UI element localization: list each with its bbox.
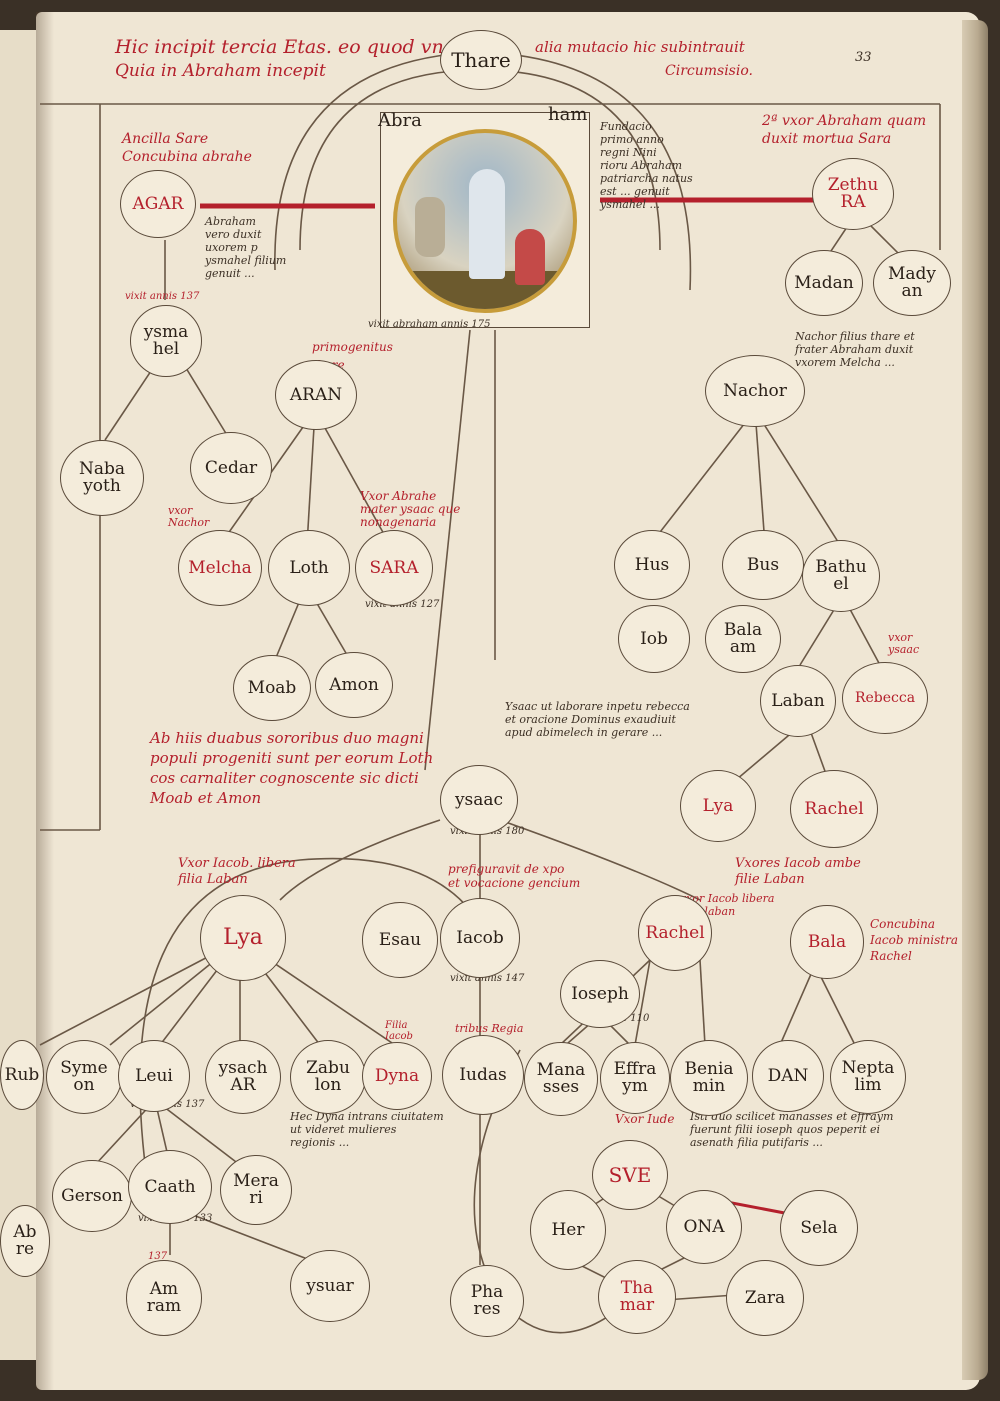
caption-lya: Vxor Iacob. libera filia Laban <box>178 856 296 887</box>
node-amram: Am ram <box>126 1260 202 1336</box>
node-rachel: Rachel <box>638 895 712 971</box>
rubric-heading-line2: Quia in Abraham incepit <box>115 61 326 81</box>
node-cedar: Cedar <box>190 432 272 504</box>
text-abraham-bio: Fundacio primo anno regni Nini rioru Abr… <box>600 120 693 211</box>
node-hus: Hus <box>614 530 690 600</box>
node-neptalim: Nepta lim <box>830 1040 906 1114</box>
node-iob: Iob <box>618 605 690 673</box>
caption-rebecca: vxor ysaac <box>888 631 920 656</box>
node-iudas: Iudas <box>442 1035 524 1115</box>
node-moab: Moab <box>233 655 311 721</box>
node-dan: DAN <box>752 1040 824 1112</box>
node-laban: Laban <box>760 665 836 737</box>
node-sue: SVE <box>592 1140 668 1210</box>
ram-figure <box>415 197 445 257</box>
rubric-heading-line1: Hic incipit tercia Etas. eo quod vna <box>115 36 456 58</box>
caption-sara: Vxor Abrahe mater ysaac que nonagenaria <box>360 489 461 529</box>
node-amon: Amon <box>315 652 393 718</box>
node-loth: Loth <box>268 530 350 606</box>
node-aran: ARAN <box>275 360 357 430</box>
node-beniamin: Benia min <box>670 1040 748 1116</box>
sacrifice-of-isaac-miniature <box>380 112 590 328</box>
node-melcha: Melcha <box>178 530 262 606</box>
node-zethura: Zethu RA <box>812 158 894 230</box>
node-gerson: Gerson <box>52 1160 132 1232</box>
text-abraham-left: Abraham vero duxit uxorem p ysmahel fili… <box>205 215 287 280</box>
age-amram: 137 <box>148 1251 168 1262</box>
caption-melcha: vxor Nachor <box>168 504 210 529</box>
facing-page-edge <box>0 30 40 1360</box>
caption-bala: Concubina Iacob ministra Rachel <box>870 917 958 963</box>
caption-esau: prefiguravit de xpo et vocacione gencium <box>448 862 581 890</box>
node-zara: Zara <box>726 1260 804 1336</box>
folio-number: 33 <box>855 50 872 65</box>
node-zabulon: Zabu lon <box>290 1040 366 1114</box>
caption-moab-amon: Ab hiis duabus sororibus duo magni popul… <box>150 729 434 807</box>
node-ysaac: ysaac <box>440 765 518 835</box>
abraham-figure <box>469 169 505 279</box>
node-bala: Bala <box>790 905 864 979</box>
node-leui: Leui <box>118 1040 190 1112</box>
age-ysmahel: vixit annis 137 <box>125 291 200 302</box>
node-rebecca: Rebecca <box>842 662 928 734</box>
node-madan: Madan <box>785 250 863 316</box>
caption-agar: Ancilla Sare Concubina abrahe <box>122 131 252 165</box>
caption-dyna: Filia Iacob <box>385 1020 413 1042</box>
node-madyan: Mady an <box>873 250 951 316</box>
node-balaam: Bala am <box>705 605 781 673</box>
caption-uxores: Vxores Iacob ambe filie Laban <box>735 856 861 887</box>
age-iacob: vixit annis 147 <box>450 973 525 984</box>
miniature-disc <box>393 129 577 313</box>
node-nachor: Nachor <box>705 355 805 427</box>
node-ysmahel: ysma hel <box>130 305 202 377</box>
node-lya-top: Lya <box>680 770 756 842</box>
text-nachor: Nachor filius thare et frater Abraham du… <box>795 330 915 369</box>
node-symeon: Syme on <box>46 1040 122 1114</box>
node-ysachar: ysach AR <box>205 1040 281 1114</box>
node-thare: Thare <box>440 30 522 90</box>
node-sara: SARA <box>355 530 433 606</box>
abraham-label-left: Abra <box>378 110 422 131</box>
caption-zethura: 2ª vxor Abraham quam duxit mortua Sara <box>762 113 927 147</box>
page-edge-stack <box>962 20 988 1380</box>
node-bus: Bus <box>722 530 804 600</box>
node-manasses: Mana sses <box>524 1042 598 1116</box>
abraham-age-label: vixit abraham annis 175 <box>368 319 491 330</box>
node-esau: Esau <box>362 902 438 978</box>
caption-iudas-wife: Vxor Iude <box>615 1112 675 1126</box>
node-ona: ONA <box>666 1190 742 1264</box>
isaac-figure <box>515 229 545 285</box>
node-phares: Pha res <box>450 1265 524 1337</box>
abraham-label-right: ham <box>548 104 588 125</box>
node-sela: Sela <box>780 1190 858 1266</box>
text-dyna: Hec Dyna intrans ciuitatem ut videret mu… <box>290 1110 444 1149</box>
node-ruben: Rub <box>0 1040 44 1110</box>
node-rachel-top: Rachel <box>790 770 878 848</box>
node-abr-partial: Ab re <box>0 1205 50 1277</box>
node-iacob: Iacob <box>440 898 520 978</box>
node-dyna: Dyna <box>362 1042 432 1110</box>
caption-iudas: tribus Regia <box>455 1022 524 1035</box>
text-ysaac: Ysaac ut laborare inpetu rebecca et orac… <box>505 700 690 739</box>
node-caath: Caath <box>128 1150 212 1224</box>
node-effraym: Effra ym <box>600 1042 670 1114</box>
rubric-heading-right2: Circumsisio. <box>665 63 753 79</box>
node-agar: AGAR <box>120 170 196 238</box>
rubric-heading-right1: alia mutacio hic subintrauit <box>535 38 745 56</box>
node-her: Her <box>530 1190 606 1270</box>
node-merari: Mera ri <box>220 1155 292 1225</box>
text-ioseph: Isti duo scilicet manasses et effraym fu… <box>690 1110 894 1149</box>
node-lya: Lya <box>200 895 286 981</box>
node-nabayoth: Naba yoth <box>60 440 144 516</box>
node-ysuar: ysuar <box>290 1250 370 1322</box>
node-bathuel: Bathu el <box>802 540 880 612</box>
node-thamar: Tha mar <box>598 1260 676 1334</box>
node-ioseph: Ioseph <box>560 960 640 1028</box>
